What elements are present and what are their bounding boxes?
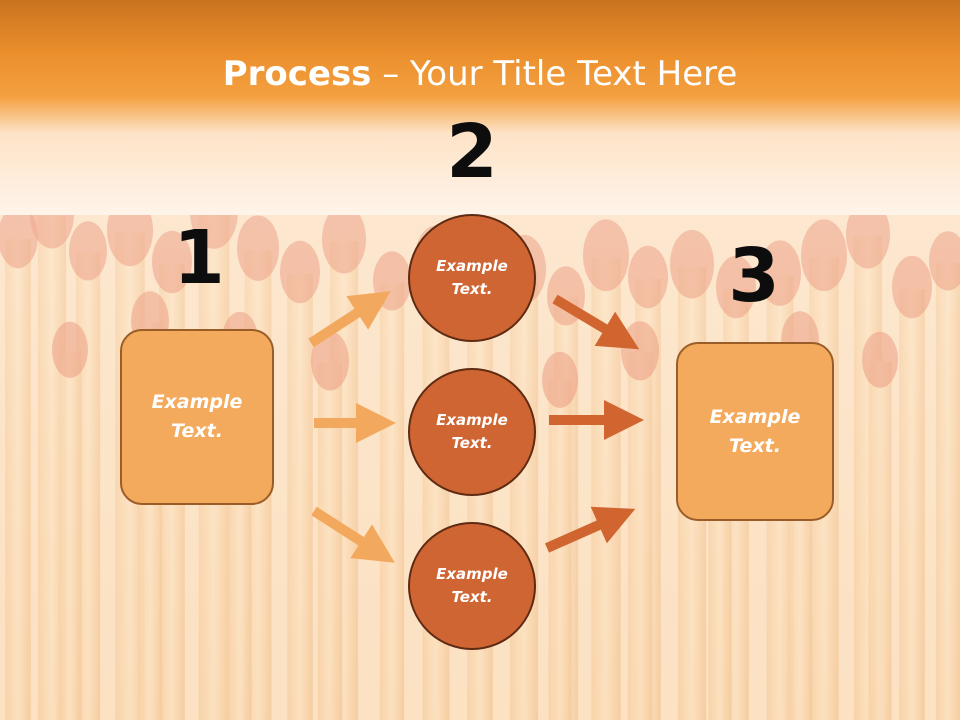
arrow-top-to-right — [552, 294, 640, 350]
arrow-left-to-bottom — [311, 506, 395, 563]
circle-middle-text: Example Text. — [436, 411, 508, 452]
step-number-3: 3 — [728, 233, 780, 319]
title-bold: Process — [222, 54, 372, 94]
step-number-1: 1 — [173, 215, 225, 301]
title-rest: – Your Title Text Here — [371, 54, 738, 94]
arrow-bottom-to-right — [544, 506, 636, 553]
circle-bottom: Example Text. — [408, 522, 536, 650]
slide-title: Process – Your Title Text Here — [0, 52, 960, 96]
step-number-2: 2 — [446, 109, 498, 195]
circle-middle: Example Text. — [408, 368, 536, 496]
arrow-left-to-top — [308, 291, 391, 348]
circle-bottom-text: Example Text. — [436, 565, 508, 606]
right-box: Example Text. — [676, 342, 834, 521]
circle-top: Example Text. — [408, 214, 536, 342]
circle-top-text: Example Text. — [436, 257, 508, 298]
right-box-text: Example Text. — [709, 405, 801, 457]
left-box: Example Text. — [120, 329, 274, 505]
left-box-text: Example Text. — [151, 391, 243, 442]
